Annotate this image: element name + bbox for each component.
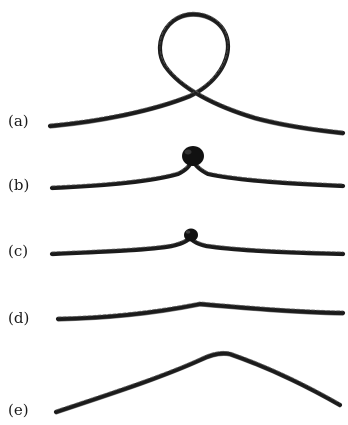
panel-label-d: (d) <box>8 309 29 327</box>
panel-e: (e) <box>8 351 340 419</box>
panel-label-b: (b) <box>8 176 29 194</box>
rope-c <box>52 229 343 255</box>
panel-a: (a) <box>8 12 343 135</box>
panel-c: (c) <box>8 229 343 261</box>
panel-label-a: (a) <box>8 112 29 130</box>
rope-a <box>50 12 343 135</box>
rope-b <box>52 146 343 188</box>
knot-b <box>182 146 204 166</box>
panel-label-c: (c) <box>8 242 28 260</box>
knot-c <box>184 229 198 242</box>
rope-d <box>58 302 343 321</box>
panel-d: (d) <box>8 302 343 327</box>
panel-b: (b) <box>8 146 343 194</box>
panel-label-e: (e) <box>8 401 29 419</box>
rope-e <box>56 351 340 414</box>
